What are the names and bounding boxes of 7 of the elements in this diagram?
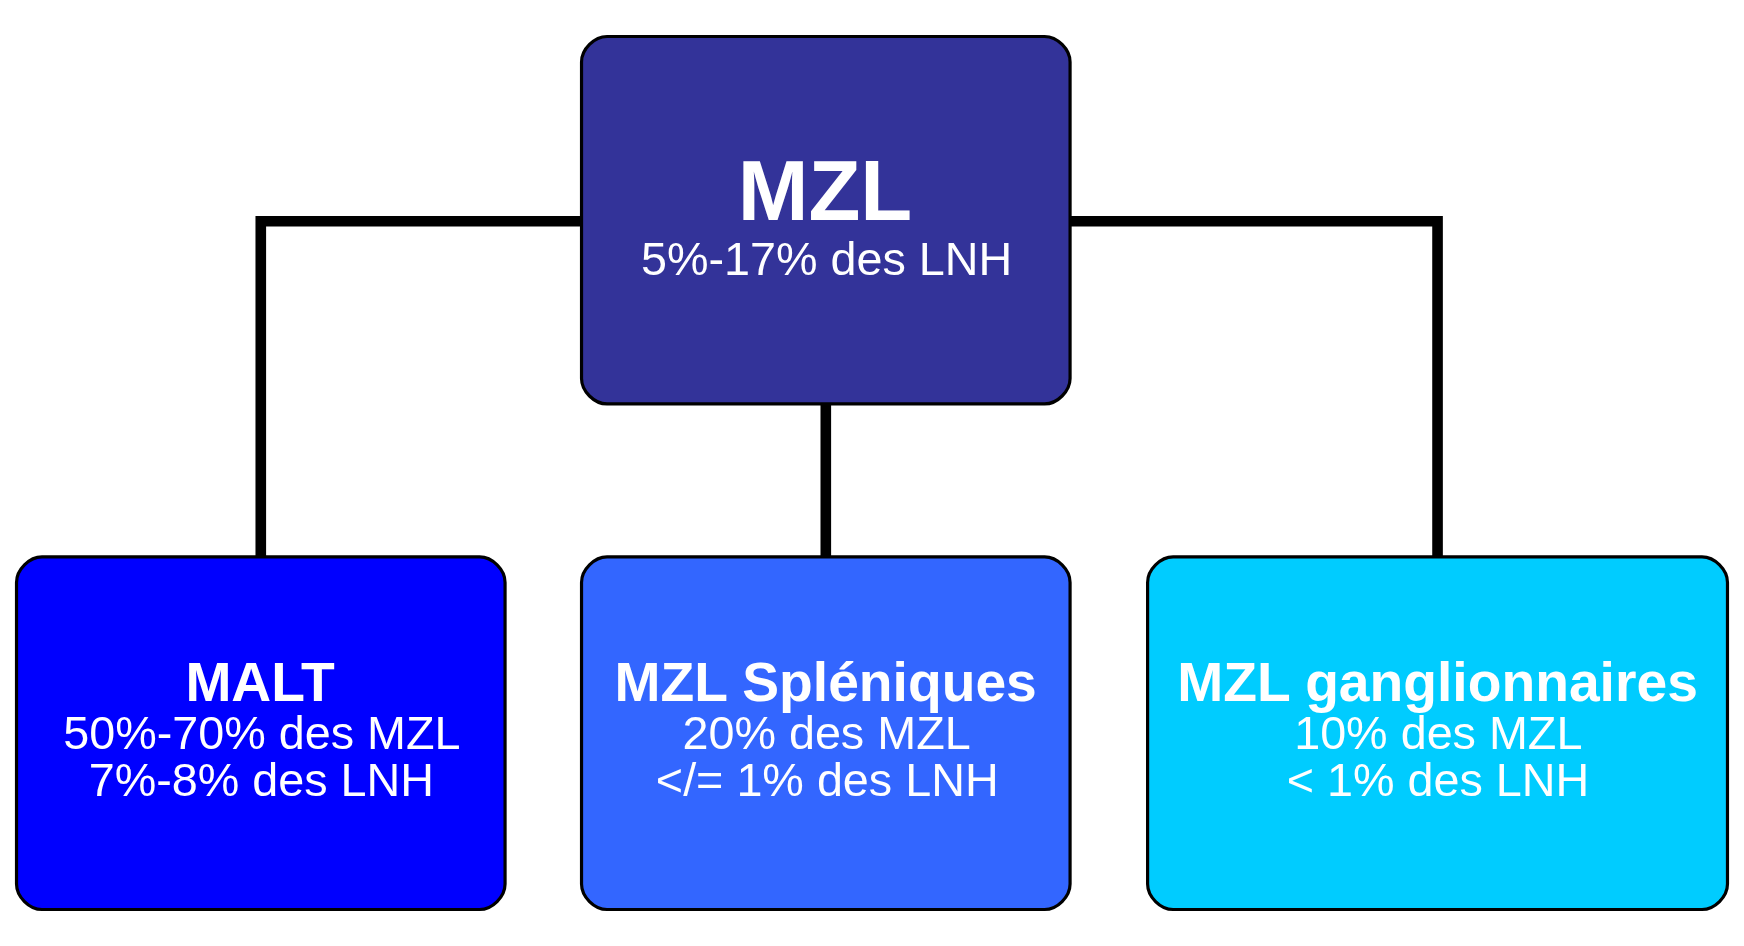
node-box: MZL 5%-17% des LNH [579, 34, 1072, 406]
connector [820, 403, 832, 557]
node-box: MZL ganglionnaires 10% des MZL < 1% des LNH [1146, 555, 1730, 912]
connector [255, 216, 582, 557]
node-box: MZL Spléniques 20% des MZL </= 1% des LNH [579, 555, 1072, 912]
node-box: MALT 50%-70% des MZL 7%-8% des LNH [14, 555, 507, 912]
connector [1070, 216, 1443, 557]
